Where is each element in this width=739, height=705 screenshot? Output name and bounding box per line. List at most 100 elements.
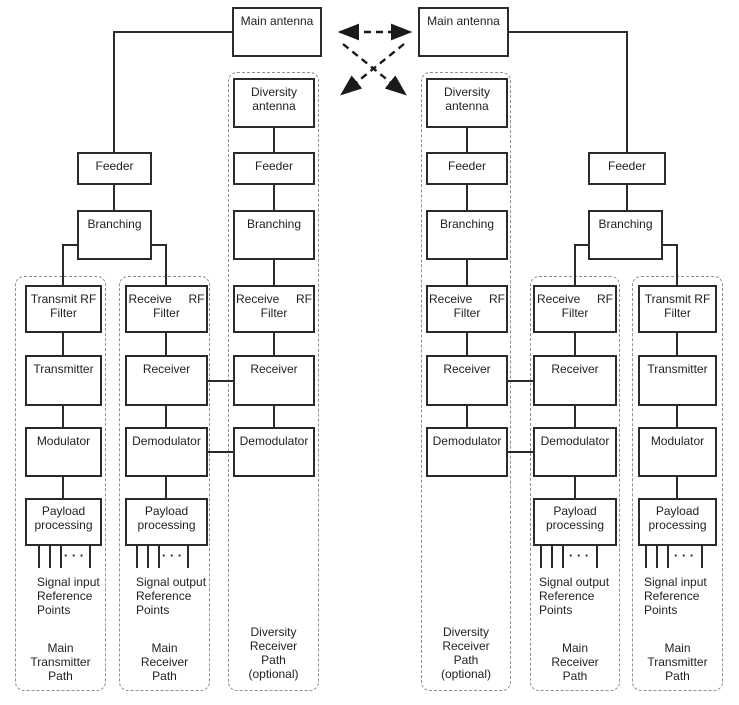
left-main-antenna-box: Main antenna (232, 7, 322, 57)
left-feeder-box: Feeder (77, 152, 152, 185)
signal-stub (187, 545, 189, 568)
connector-line (466, 332, 468, 356)
connector-line (165, 476, 167, 499)
left-demodulator-box: Demodulator (125, 427, 208, 477)
connector-line (574, 244, 576, 286)
connector-line (273, 259, 275, 286)
connector-line (114, 31, 232, 33)
signal-stub (551, 545, 553, 568)
connector-line (676, 476, 678, 499)
left-diversity-receiver-path-label: Diversity Receiver Path (optional) (248, 625, 299, 681)
connector-line (508, 31, 627, 33)
connector-line (466, 405, 468, 428)
signal-stub (596, 545, 598, 568)
left-rx-payload-processing-box: Payload processing (125, 498, 208, 546)
right-main-receiver-path-label: Main Receiver Path (551, 641, 599, 683)
right-modulator-box: Modulator (638, 427, 717, 477)
connector-line (62, 476, 64, 499)
right-main-transmitter-path-label: Main Transmitter Path (647, 641, 708, 683)
right-main-antenna-box: Main antenna (418, 7, 509, 57)
connector-line (165, 244, 167, 286)
connector-line (626, 184, 628, 211)
connector-line (273, 127, 275, 153)
left-modulator-box: Modulator (25, 427, 102, 477)
left-diversity-antenna-box: Diversity antenna (233, 78, 315, 128)
left-transmit-rf-filter-box: Transmit RF Filter (25, 285, 102, 333)
connector-line (574, 405, 576, 428)
left-rx-reference-points-label: Signal output Reference Points (136, 575, 207, 617)
right-diversity-receiver-box: Receiver (426, 355, 508, 406)
right-demodulator-box: Demodulator (533, 427, 617, 477)
signal-stub (667, 545, 669, 568)
right-diversity-feeder-box: Feeder (426, 152, 508, 185)
right-diversity-antenna-box: Diversity antenna (426, 78, 508, 128)
signal-ellipsis: · · · (161, 548, 183, 563)
right-diversity-receiver-path-label: Diversity Receiver Path (optional) (440, 625, 492, 681)
left-main-receiver-path-label: Main Receiver Path (140, 641, 189, 683)
receiver-link-line (507, 380, 535, 382)
signal-stub (645, 545, 647, 568)
receiver-link-line (207, 380, 236, 382)
left-diversity-feeder-box: Feeder (233, 152, 315, 185)
demodulator-link-line (207, 451, 236, 453)
right-rx-reference-points-label: Signal output Reference Points (539, 575, 610, 617)
left-main-transmitter-path-group (15, 276, 106, 691)
connector-line (676, 405, 678, 428)
cross-link-arrow-left-to-right (342, 43, 407, 96)
right-diversity-receive-rf-filter-box: Receive RF Filter (426, 285, 508, 333)
left-branching-box: Branching (77, 210, 152, 260)
connector-line (113, 31, 115, 152)
signal-stub (158, 545, 160, 568)
left-main-transmitter-path-label: Main Transmitter Path (30, 641, 91, 683)
left-receiver-box: Receiver (125, 355, 208, 406)
signal-stub (136, 545, 138, 568)
connector-line (574, 476, 576, 499)
left-diversity-receive-rf-filter-box: Receive RF Filter (233, 285, 315, 333)
right-receive-rf-filter-box: Receive RF Filter (533, 285, 617, 333)
connector-line (676, 244, 678, 286)
signal-ellipsis: · · · (568, 548, 590, 563)
right-diversity-demodulator-box: Demodulator (426, 427, 508, 477)
connector-line (62, 244, 79, 246)
right-diversity-branching-box: Branching (426, 210, 508, 260)
signal-stub (656, 545, 658, 568)
connector-line (273, 405, 275, 428)
connector-line (466, 127, 468, 153)
connector-line (676, 332, 678, 356)
right-rx-payload-processing-box: Payload processing (533, 498, 617, 546)
left-diversity-receiver-box: Receiver (233, 355, 315, 406)
signal-stub (147, 545, 149, 568)
connector-line (150, 244, 167, 246)
left-diversity-branching-box: Branching (233, 210, 315, 260)
connector-line (466, 184, 468, 211)
signal-stub (89, 545, 91, 568)
signal-stub (38, 545, 40, 568)
connector-line (466, 259, 468, 286)
connector-line (574, 332, 576, 356)
left-diversity-demodulator-box: Demodulator (233, 427, 315, 477)
signal-stub (540, 545, 542, 568)
left-transmitter-box: Transmitter (25, 355, 102, 406)
connector-line (661, 244, 678, 246)
signal-stub (60, 545, 62, 568)
right-tx-reference-points-label: Signal input Reference Points (644, 575, 707, 617)
left-tx-reference-points-label: Signal input Reference Points (37, 575, 100, 617)
right-tx-payload-processing-box: Payload processing (638, 498, 717, 546)
right-feeder-box: Feeder (588, 152, 666, 185)
left-main-receiver-path-group (119, 276, 210, 691)
demodulator-link-line (507, 451, 535, 453)
connector-line (165, 332, 167, 356)
connector-line (165, 405, 167, 428)
right-transmitter-box: Transmitter (638, 355, 717, 406)
right-transmit-rf-filter-box: Transmit RF Filter (638, 285, 717, 333)
connector-line (574, 244, 590, 246)
right-branching-box: Branching (588, 210, 663, 260)
signal-ellipsis: · · · (63, 548, 85, 563)
connector-line (113, 184, 115, 211)
antenna-link-arrows (337, 23, 413, 96)
connector-line (273, 184, 275, 211)
right-receiver-box: Receiver (533, 355, 617, 406)
connector-line (62, 332, 64, 356)
signal-stub (562, 545, 564, 568)
